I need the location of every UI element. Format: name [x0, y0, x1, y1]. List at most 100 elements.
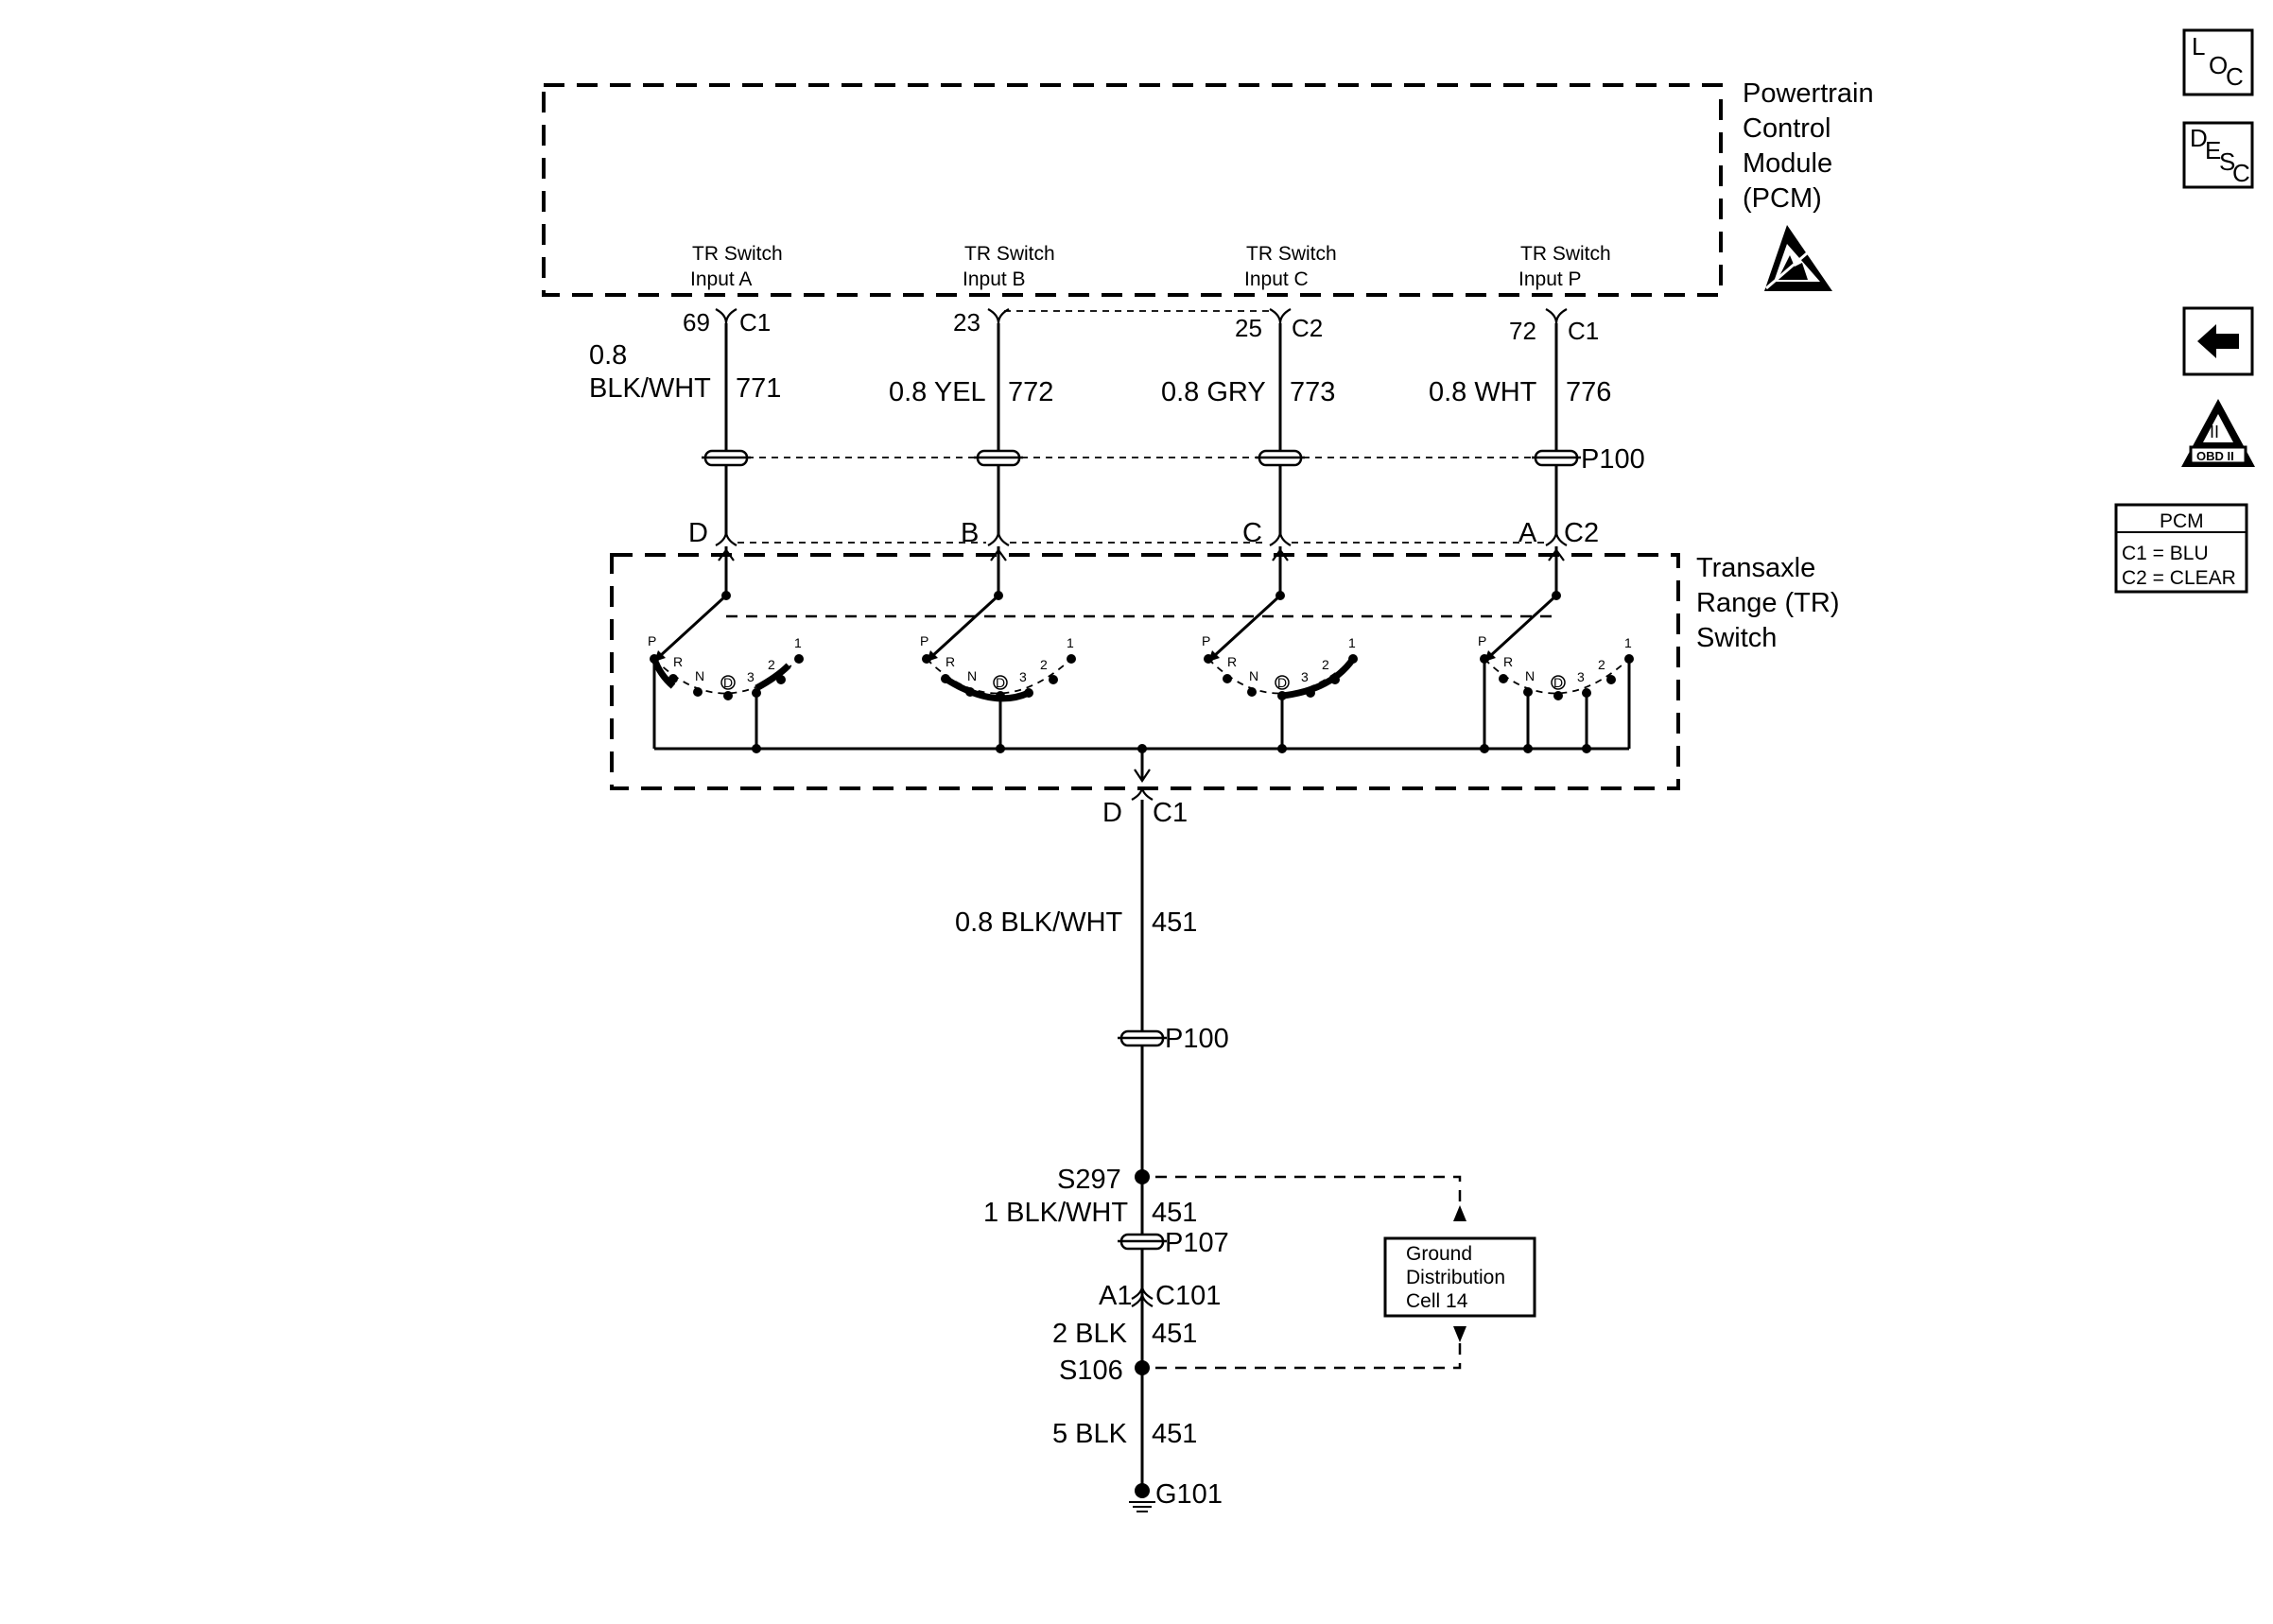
pin-23: 23 [953, 308, 980, 337]
obd-ii-button[interactable]: II OBD II [2181, 399, 2255, 467]
p100-connector-b [974, 449, 1023, 467]
pos-p: P [648, 633, 656, 648]
pcm-title-line-4: (PCM) [1743, 183, 1822, 214]
ground-distribution-link[interactable]: Ground Distribution Cell 14 [1383, 1236, 1536, 1318]
wire-772-label: 0.8 YEL [889, 377, 986, 407]
loc-o: O [2209, 51, 2228, 79]
tr-switch-title-3: Switch [1696, 623, 1777, 653]
wire-451-label-3: 2 BLK [1052, 1319, 1128, 1349]
pin-25: 25 [1235, 314, 1262, 342]
obd-ii-numeral: II [2210, 423, 2219, 441]
pin-72: 72 [1509, 317, 1536, 345]
tr-switch-title-2: Range (TR) [1696, 588, 1840, 618]
pin-72-connector: C1 [1568, 317, 1599, 345]
left-arrow-icon [2197, 324, 2239, 358]
input-p-label-2: Input P [1518, 268, 1582, 290]
wire-773-label: 0.8 GRY [1161, 377, 1266, 407]
switch-c2-label: C2 [1564, 518, 1599, 548]
input-p-label-1: TR Switch [1520, 243, 1611, 265]
s297-splice [1135, 1169, 1150, 1184]
wire-772-circuit: 772 [1008, 377, 1053, 407]
wire-776-label: 0.8 WHT [1429, 377, 1537, 407]
pos-1: 1 [1067, 635, 1074, 650]
wire-451-label-1: 0.8 BLK/WHT [955, 907, 1123, 938]
pos-3: 3 [747, 669, 755, 684]
wire-451-label-2: 1 BLK/WHT [983, 1198, 1128, 1228]
pin-69: 69 [683, 308, 710, 337]
obd-ii-icon-label: OBD II [2196, 449, 2234, 463]
pcm-title-line-2: Control [1743, 113, 1831, 144]
wire-771-color: BLK/WHT [589, 373, 711, 404]
s106-label: S106 [1059, 1356, 1123, 1386]
desc-s: S [2219, 147, 2235, 176]
description-button[interactable]: D E S C [2182, 121, 2254, 189]
pos-2: 2 [1322, 657, 1329, 672]
desc-c: C [2232, 159, 2250, 187]
ground-ref-line-3: Cell 14 [1406, 1290, 1468, 1312]
p100-connector-p [1532, 449, 1581, 467]
g101-label: G101 [1155, 1479, 1223, 1510]
p100-ground-label: P100 [1165, 1024, 1229, 1054]
output-pin-d: D [1102, 798, 1122, 828]
pos-n: N [1525, 668, 1535, 683]
pos-p: P [1202, 633, 1210, 648]
pos-3: 3 [1301, 669, 1309, 684]
pos-d: D [1277, 675, 1287, 690]
wire-451-circuit-2: 451 [1152, 1198, 1197, 1228]
pos-2: 2 [768, 657, 775, 672]
switch-section-c: P R N D 3 2 1 [1202, 591, 1358, 753]
p100-label: P100 [1581, 444, 1645, 475]
output-connector-c1: C1 [1153, 798, 1188, 828]
input-b-label-2: Input B [963, 268, 1026, 290]
p100-connector-a [702, 449, 751, 467]
pin-25-connector: C2 [1292, 314, 1323, 342]
esd-warning-icon [1764, 225, 1832, 291]
pos-r: R [946, 654, 955, 669]
tr-switch-box-border [610, 553, 1680, 790]
pos-n: N [967, 668, 977, 683]
component-locator-button[interactable]: L O C [2182, 28, 2254, 96]
switch-pin-b: B [961, 518, 979, 548]
pos-p: P [920, 633, 928, 648]
wire-773-circuit: 773 [1290, 377, 1335, 407]
pos-r: R [673, 654, 683, 669]
pcm-pin-terminals: 69 C1 23 25 C2 72 C1 [683, 308, 1599, 345]
switch-input-terminals: D B C A C2 [688, 518, 1599, 548]
c101-label: C101 [1155, 1281, 1221, 1311]
p100-inline-connector-row: P100 [702, 444, 1645, 475]
wire-451-circuit-3: 451 [1152, 1319, 1197, 1349]
desc-e: E [2205, 136, 2221, 164]
legend-row-c2: C2 = CLEAR [2122, 567, 2236, 589]
p100-ground-connector [1118, 1029, 1167, 1047]
pcm-module: Powertrain Control Module (PCM) TR Switc… [542, 78, 1874, 297]
pos-1: 1 [1624, 635, 1632, 650]
input-b-label-1: TR Switch [964, 243, 1055, 265]
ground-ref-line-2: Distribution [1406, 1267, 1505, 1288]
p100-connector-c [1256, 449, 1305, 467]
wire-771-gauge: 0.8 [589, 340, 627, 371]
input-c-label-2: Input C [1244, 268, 1309, 290]
pcm-connector-legend: PCM C1 = BLU C2 = CLEAR [2114, 503, 2248, 594]
switch-pin-a: A [1518, 518, 1537, 548]
loc-c: C [2226, 62, 2244, 91]
pos-p: P [1478, 633, 1486, 648]
wire-451-circuit-4: 451 [1152, 1419, 1197, 1449]
pos-r: R [1227, 654, 1237, 669]
legend-title: PCM [2160, 510, 2204, 532]
ground-ref-line-1: Ground [1406, 1243, 1472, 1265]
s297-label: S297 [1057, 1165, 1121, 1195]
switch-section-p: P R N D 3 2 1 [1478, 591, 1634, 753]
switch-pin-d: D [688, 518, 708, 548]
switch-section-a: P R N D 3 2 1 [648, 591, 804, 753]
pos-2: 2 [1040, 657, 1048, 672]
input-wires: 0.8 BLK/WHT 771 0.8 YEL 772 0.8 GRY 773 … [589, 323, 1611, 534]
wire-771-circuit: 771 [736, 373, 781, 404]
p107-label: P107 [1165, 1228, 1229, 1258]
pin-69-connector: C1 [739, 308, 771, 337]
p107-connector [1118, 1233, 1167, 1251]
ground-circuit: D C1 0.8 BLK/WHT 451 P100 S297 1 BLK/WHT… [955, 786, 1536, 1512]
c101-pin-a1: A1 [1099, 1281, 1132, 1311]
back-button[interactable] [2182, 306, 2254, 376]
pos-1: 1 [1348, 635, 1356, 650]
